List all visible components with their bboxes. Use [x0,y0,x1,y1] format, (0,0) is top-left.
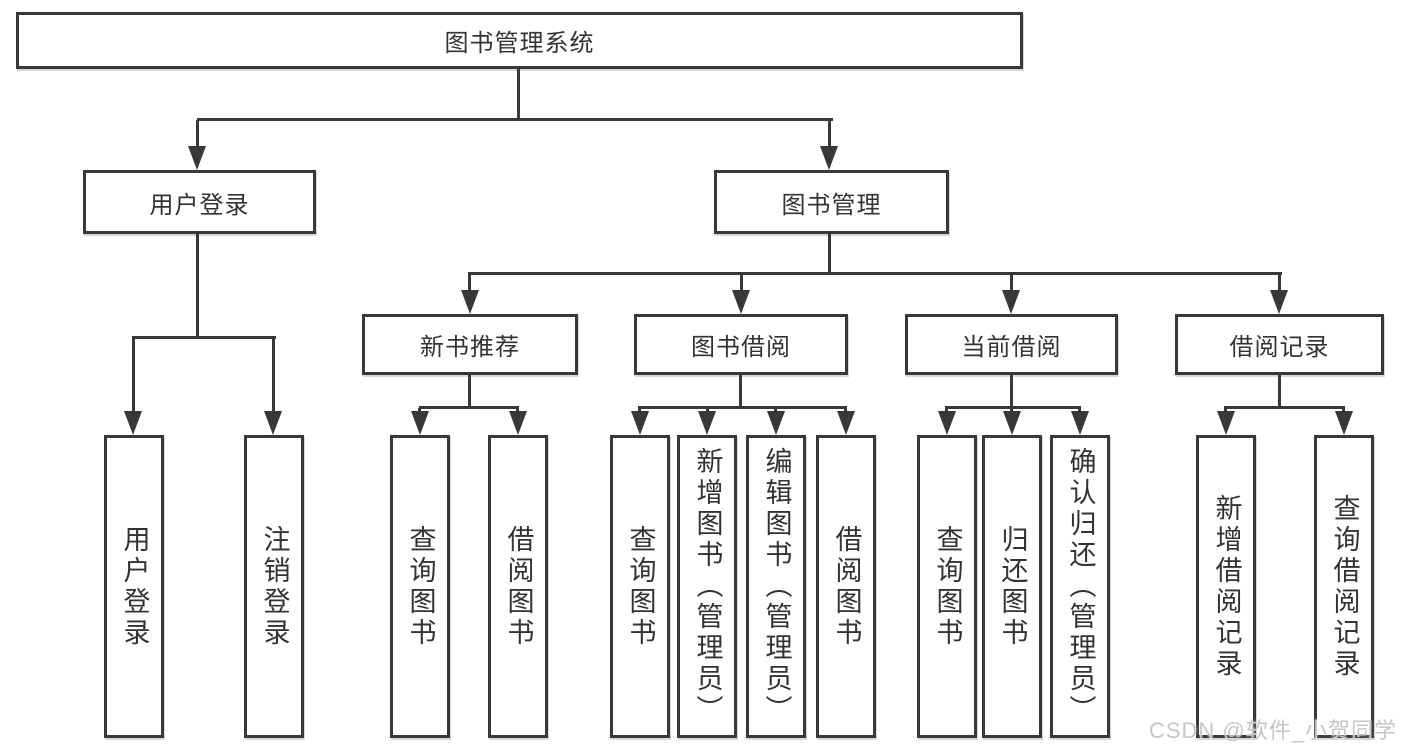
connector-line [1224,406,1345,409]
connector-line [1010,375,1013,408]
connector-line [828,234,831,274]
node-borrowing-records-label: 借阅记录 [1229,334,1330,361]
connector-line [196,234,199,338]
node-book-management-label: 图书管理 [781,191,882,219]
arrow-down-icon [837,411,855,435]
arrow-down-icon [631,411,649,435]
arrow-down-icon [732,290,750,314]
connector-line [468,375,471,408]
node-leaf-user-login-label: 用户登录 [119,524,150,649]
arrow-down-icon [509,411,527,435]
node-leaf-current-return: 归还图书 [982,435,1042,738]
connector-line [740,274,743,292]
connector-line [468,272,1282,275]
connector-line [1278,375,1281,408]
connector-line [945,406,1081,409]
connector-line [517,69,520,120]
node-book-borrowing: 图书借阅 [634,314,848,375]
connector-line [739,375,742,408]
node-leaf-current-query-label: 查询图书 [932,524,963,649]
node-user-login-label: 用户登录 [149,191,250,219]
node-leaf-records-query-label: 查询借阅记录 [1329,493,1360,680]
arrow-down-icon [124,411,142,435]
arrow-down-icon [767,411,785,435]
node-root-label: 图书管理系统 [444,30,595,57]
arrow-down-icon [264,411,282,435]
node-leaf-logout-label: 注销登录 [259,524,290,649]
node-current-borrowing: 当前借阅 [905,314,1118,375]
node-leaf-borrowing-add-label: 新增图书（管理员） [692,447,723,726]
node-book-management: 图书管理 [714,170,949,234]
node-leaf-borrowing-query-label: 查询图书 [625,524,656,649]
node-leaf-records-query: 查询借阅记录 [1314,435,1374,738]
connector-line [197,118,833,121]
connector-line [468,274,471,292]
node-leaf-newbook-query: 查询图书 [390,435,450,738]
node-leaf-newbook-query-label: 查询图书 [405,524,436,649]
node-leaf-user-login: 用户登录 [104,435,164,738]
arrow-down-icon [188,146,206,170]
connector-line [132,336,276,339]
node-leaf-records-add-label: 新增借阅记录 [1211,493,1242,680]
connector-line [638,406,847,409]
connector-line [132,338,135,413]
connector-line [828,120,831,148]
connector-line [1010,274,1013,292]
arrow-down-icon [820,146,838,170]
node-leaf-records-add: 新增借阅记录 [1196,435,1256,738]
connector-line [419,406,519,409]
arrow-down-icon [1003,411,1021,435]
arrow-down-icon [461,290,479,314]
node-leaf-logout: 注销登录 [244,435,304,738]
arrow-down-icon [938,411,956,435]
arrow-down-icon [1270,290,1288,314]
node-leaf-newbook-borrow: 借阅图书 [488,435,548,738]
arrow-down-icon [1002,290,1020,314]
node-leaf-borrowing-edit: 编辑图书（管理员） [746,435,806,738]
node-leaf-newbook-borrow-label: 借阅图书 [503,524,534,649]
node-new-book-recommend: 新书推荐 [362,314,578,375]
node-leaf-current-query: 查询图书 [917,435,977,738]
arrow-down-icon [698,411,716,435]
csdn-watermark: CSDN @软件_小贺同学 [1148,718,1397,743]
node-book-borrowing-label: 图书借阅 [691,334,791,361]
node-user-login: 用户登录 [83,170,316,234]
node-leaf-current-return-label: 归还图书 [997,524,1028,649]
node-current-borrowing-label: 当前借阅 [961,334,1062,361]
node-leaf-borrowing-edit-label: 编辑图书（管理员） [761,447,792,726]
connector-line [1278,274,1281,292]
arrow-down-icon [1335,411,1353,435]
node-leaf-current-confirm-label: 确认归还（管理员） [1065,447,1096,726]
node-leaf-borrowing-add: 新增图书（管理员） [677,435,737,738]
node-leaf-borrowing-borrow-label: 借阅图书 [831,524,862,649]
arrow-down-icon [411,411,429,435]
node-borrowing-records: 借阅记录 [1175,314,1384,375]
node-leaf-current-confirm: 确认归还（管理员） [1050,435,1110,738]
arrow-down-icon [1217,411,1235,435]
arrow-down-icon [1071,411,1089,435]
connector-line [272,338,275,413]
node-leaf-borrowing-query: 查询图书 [610,435,670,738]
node-root: 图书管理系统 [16,12,1023,69]
node-new-book-recommend-label: 新书推荐 [420,334,520,361]
connector-line [196,120,199,148]
node-leaf-borrowing-borrow: 借阅图书 [816,435,876,738]
